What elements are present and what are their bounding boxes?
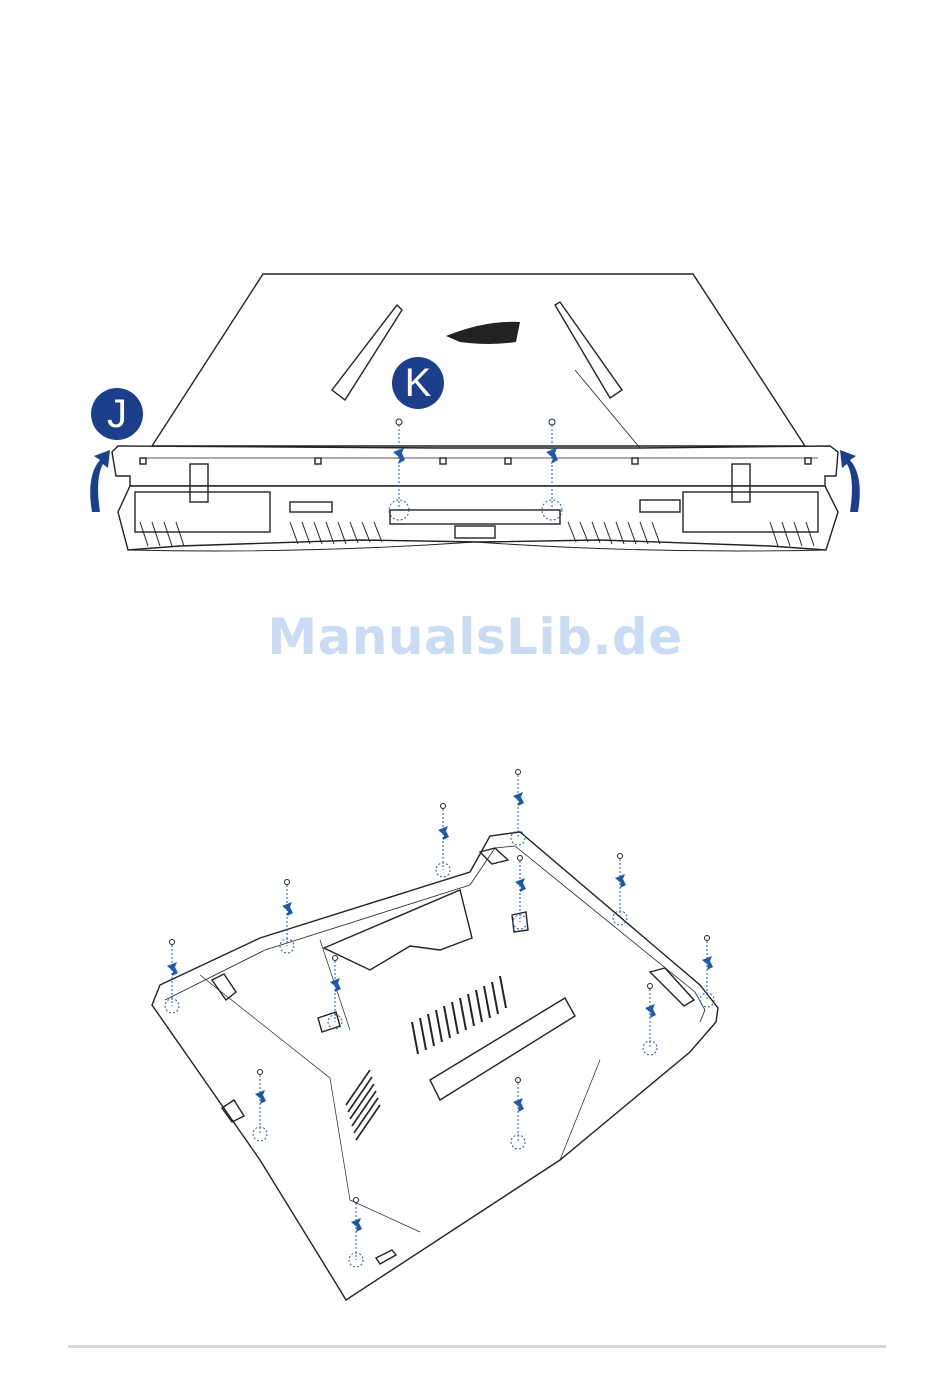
lift-arrow-icon <box>90 450 110 512</box>
footer-rule <box>68 1345 886 1348</box>
bottom-case-illustration <box>0 760 950 1305</box>
lift-arrow-icon <box>840 450 860 512</box>
laptop-underside-drawing <box>0 760 950 1305</box>
callout-k: K <box>392 357 444 409</box>
watermark: ManualsLib.de <box>0 608 950 666</box>
callout-j: J <box>91 388 143 440</box>
